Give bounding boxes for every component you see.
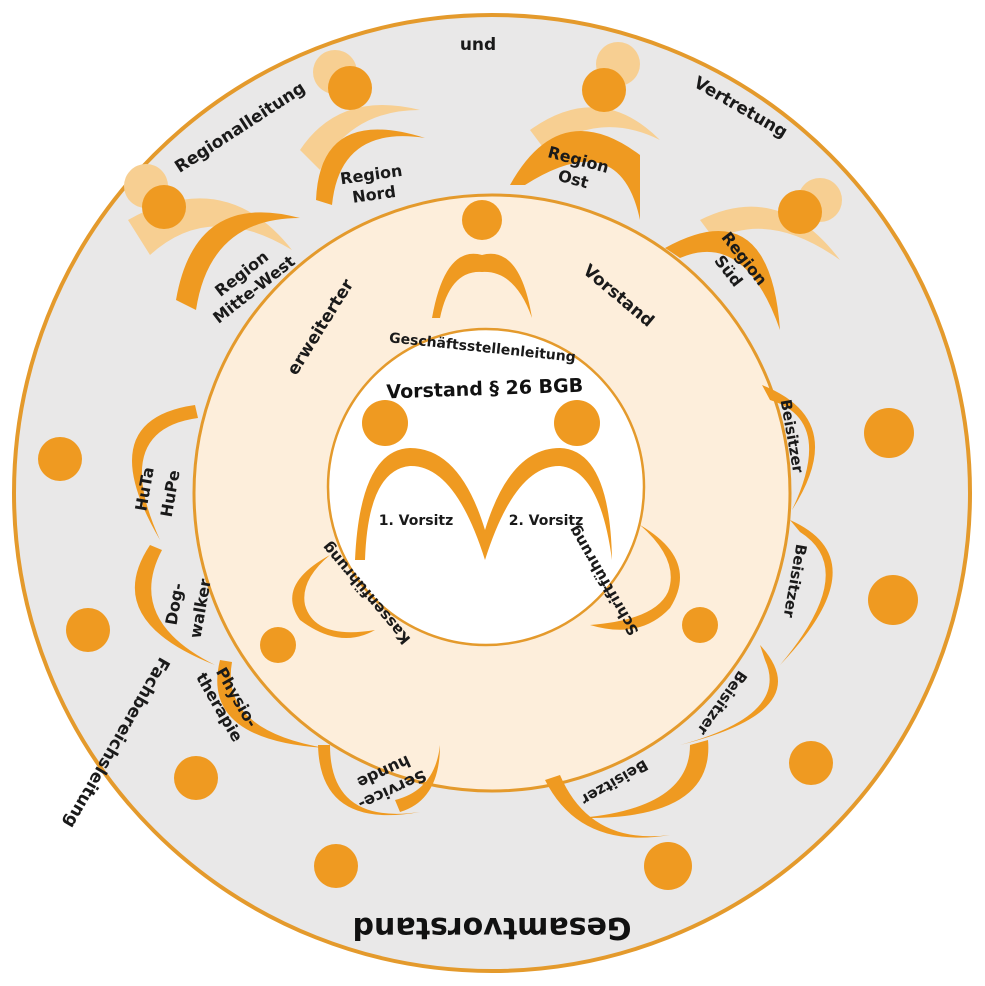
vorstand-26-figures bbox=[355, 400, 612, 560]
region-nord-figure bbox=[300, 50, 425, 205]
label-gesamtvorstand: Gesamtvorstand bbox=[353, 910, 632, 945]
label-2-vorsitz: 2. Vorsitz bbox=[509, 513, 584, 529]
label-und: und bbox=[460, 35, 496, 55]
fachbereich-figures bbox=[38, 405, 440, 888]
schriftfuehrung-figure bbox=[590, 525, 718, 643]
beisitzer-figures bbox=[545, 385, 918, 890]
label-1-vorsitz: 1. Vorsitz bbox=[379, 513, 454, 529]
geschaeftsstelle-figure bbox=[432, 200, 532, 318]
region-mitte-west-figure bbox=[124, 164, 300, 310]
region-sued-figure bbox=[665, 178, 842, 330]
kassenfuehrung-figure bbox=[260, 555, 375, 663]
region-ost-figure bbox=[510, 42, 660, 220]
